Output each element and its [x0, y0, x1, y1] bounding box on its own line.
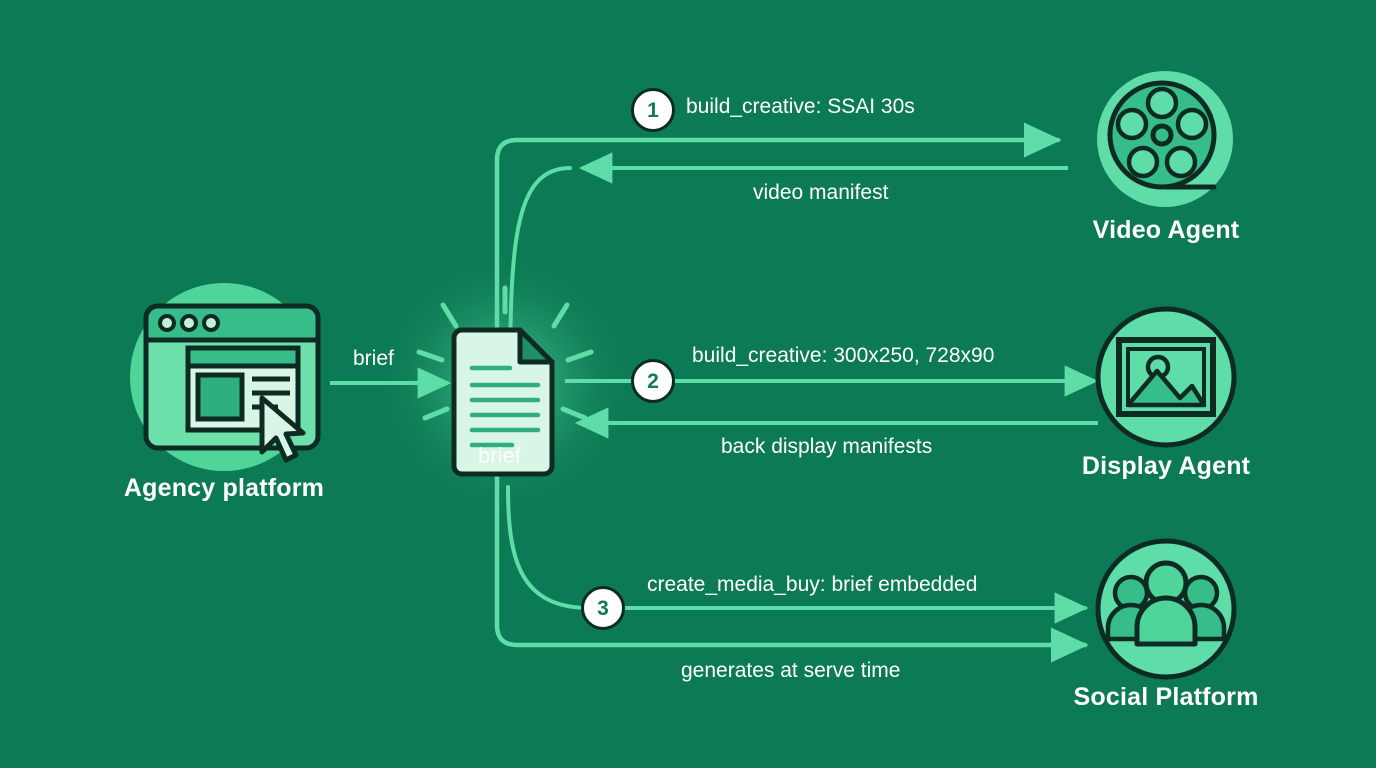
image-picture-icon [1116, 337, 1216, 417]
edge-label-row3-out: create_media_buy: brief embedded [647, 573, 978, 596]
social-platform-node[interactable] [1095, 538, 1237, 680]
browser-window-icon [143, 303, 321, 463]
document-icon [451, 327, 555, 477]
edge-label-row2-return: back display manifests [721, 435, 933, 458]
edge-label-row2-out: build_creative: 300x250, 728x90 [692, 344, 995, 367]
edge-label-row1-out: build_creative: SSAI 30s [686, 95, 915, 118]
agency-platform-node[interactable] [130, 283, 321, 471]
branch-down-outer [494, 467, 1089, 663]
people-group-icon [1105, 560, 1227, 647]
edge-label-row3-second: generates at serve time [681, 659, 901, 682]
edge-label-agency-to-brief: brief [353, 347, 394, 370]
cursor-icon [259, 395, 306, 463]
display-agent-node[interactable] [1095, 306, 1237, 448]
node-label-agency-platform: Agency platform [123, 474, 325, 502]
branch-up-outer [494, 122, 1062, 355]
node-label-social-platform: Social Platform [1073, 683, 1259, 711]
brief-node[interactable] [416, 285, 594, 477]
node-label-brief: brief [478, 443, 521, 468]
video-agent-node[interactable] [1097, 71, 1233, 207]
node-label-video-agent: Video Agent [1092, 216, 1240, 244]
edge-label-row1-return: video manifest [753, 181, 889, 204]
node-label-display-agent: Display Agent [1081, 452, 1251, 480]
step-badge-3: 3 [581, 586, 625, 630]
branch-down-curve [506, 485, 1089, 624]
step-badge-1: 1 [631, 88, 675, 132]
film-reel-icon [1107, 80, 1217, 190]
step-badge-2: 2 [631, 359, 675, 403]
